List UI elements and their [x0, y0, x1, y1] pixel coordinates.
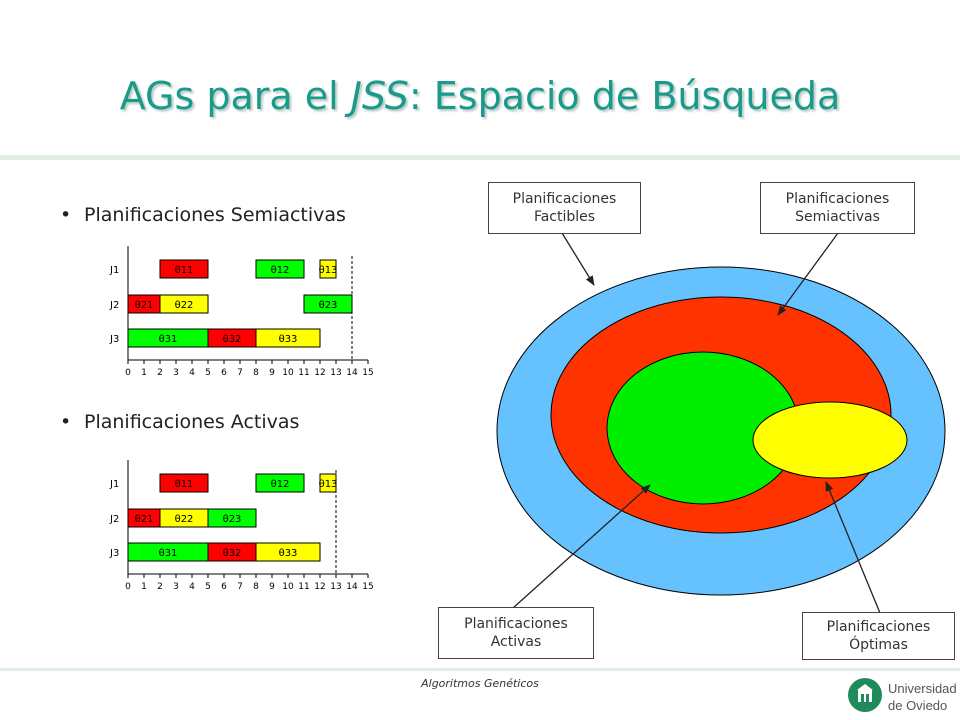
- x-tick-label: 6: [221, 582, 227, 592]
- x-tick-label: 1: [141, 368, 147, 378]
- x-tick-label: 8: [253, 368, 259, 378]
- x-tick-label: 5: [205, 368, 211, 378]
- footer-text: Algoritmos Genéticos: [421, 677, 539, 690]
- x-tick-label: 15: [362, 582, 373, 592]
- top-divider: [0, 155, 960, 160]
- x-tick-label: 10: [282, 582, 294, 592]
- job-label: J2: [109, 514, 119, 525]
- x-tick-label: 13: [330, 368, 341, 378]
- operation-label: θ13: [319, 479, 338, 490]
- bottom-divider: [0, 668, 960, 671]
- arrow-semiactivas: [777, 232, 839, 316]
- x-tick-label: 4: [189, 582, 195, 592]
- x-tick-label: 14: [346, 582, 358, 592]
- x-tick-label: 9: [269, 368, 275, 378]
- operation-bar: [159, 294, 209, 314]
- x-tick-label: 7: [237, 368, 243, 378]
- x-tick-label: 14: [346, 368, 358, 378]
- operation-bar: [319, 259, 337, 279]
- x-tick-label: 4: [189, 368, 195, 378]
- university-logo: Universidad de Oviedo: [843, 672, 960, 720]
- job-label: J2: [109, 300, 119, 311]
- university-seal-icon: [848, 678, 882, 712]
- operation-label: θ32: [223, 334, 242, 345]
- optimas-ellipse: [752, 401, 908, 479]
- x-tick-label: 1: [141, 582, 147, 592]
- operation-label: θ12: [271, 265, 290, 276]
- operation-label: θ23: [319, 300, 338, 311]
- x-tick-label: 5: [205, 582, 211, 592]
- bullet-activas: •Planificaciones Activas: [60, 411, 300, 433]
- operation-bar: [159, 473, 209, 493]
- job-label: J1: [109, 479, 119, 490]
- x-tick-label: 6: [221, 368, 227, 378]
- operation-label: θ23: [223, 514, 242, 525]
- x-tick-label: 9: [269, 582, 275, 592]
- operation-label: θ22: [175, 300, 194, 311]
- arrow-optimas: [825, 481, 881, 614]
- operation-label: θ33: [279, 548, 298, 559]
- x-tick-label: 7: [237, 582, 243, 592]
- operation-label: θ21: [135, 300, 154, 311]
- operation-bar: [255, 259, 305, 279]
- operation-bar: [255, 542, 321, 562]
- logo-line2: de Oviedo: [888, 698, 948, 713]
- operation-label: θ32: [223, 548, 242, 559]
- x-tick-label: 11: [298, 368, 309, 378]
- x-tick-label: 0: [125, 582, 131, 592]
- x-tick-label: 3: [173, 368, 179, 378]
- x-tick-label: 8: [253, 582, 259, 592]
- job-label: J1: [109, 265, 119, 276]
- arrow-activas: [512, 484, 651, 609]
- operation-label: θ31: [159, 334, 178, 345]
- operation-label: θ12: [271, 479, 290, 490]
- x-tick-label: 11: [298, 582, 309, 592]
- operation-label: θ33: [279, 334, 298, 345]
- bullet-semiactivas: •Planificaciones Semiactivas: [60, 204, 346, 226]
- operation-label: θ11: [175, 265, 194, 276]
- x-tick-label: 2: [157, 582, 163, 592]
- operation-bar: [207, 508, 257, 528]
- x-tick-label: 0: [125, 368, 131, 378]
- job-label: J3: [109, 548, 119, 559]
- x-tick-label: 12: [314, 368, 325, 378]
- logo-line1: Universidad: [888, 681, 957, 696]
- x-tick-label: 15: [362, 368, 373, 378]
- operation-label: θ21: [135, 514, 154, 525]
- x-tick-label: 10: [282, 368, 294, 378]
- operation-label: θ22: [175, 514, 194, 525]
- slide-title: AGs para el JSS: Espacio de Búsqueda: [119, 74, 841, 118]
- arrow-factibles: [561, 232, 595, 286]
- operation-bar: [255, 473, 305, 493]
- x-tick-label: 2: [157, 368, 163, 378]
- x-tick-label: 3: [173, 582, 179, 592]
- operation-label: θ13: [319, 265, 338, 276]
- job-label: J3: [109, 334, 119, 345]
- operation-label: θ31: [159, 548, 178, 559]
- x-tick-label: 12: [314, 582, 325, 592]
- operation-bar: [159, 259, 209, 279]
- operation-label: θ11: [175, 479, 194, 490]
- x-tick-label: 13: [330, 582, 341, 592]
- operation-bar: [255, 328, 321, 348]
